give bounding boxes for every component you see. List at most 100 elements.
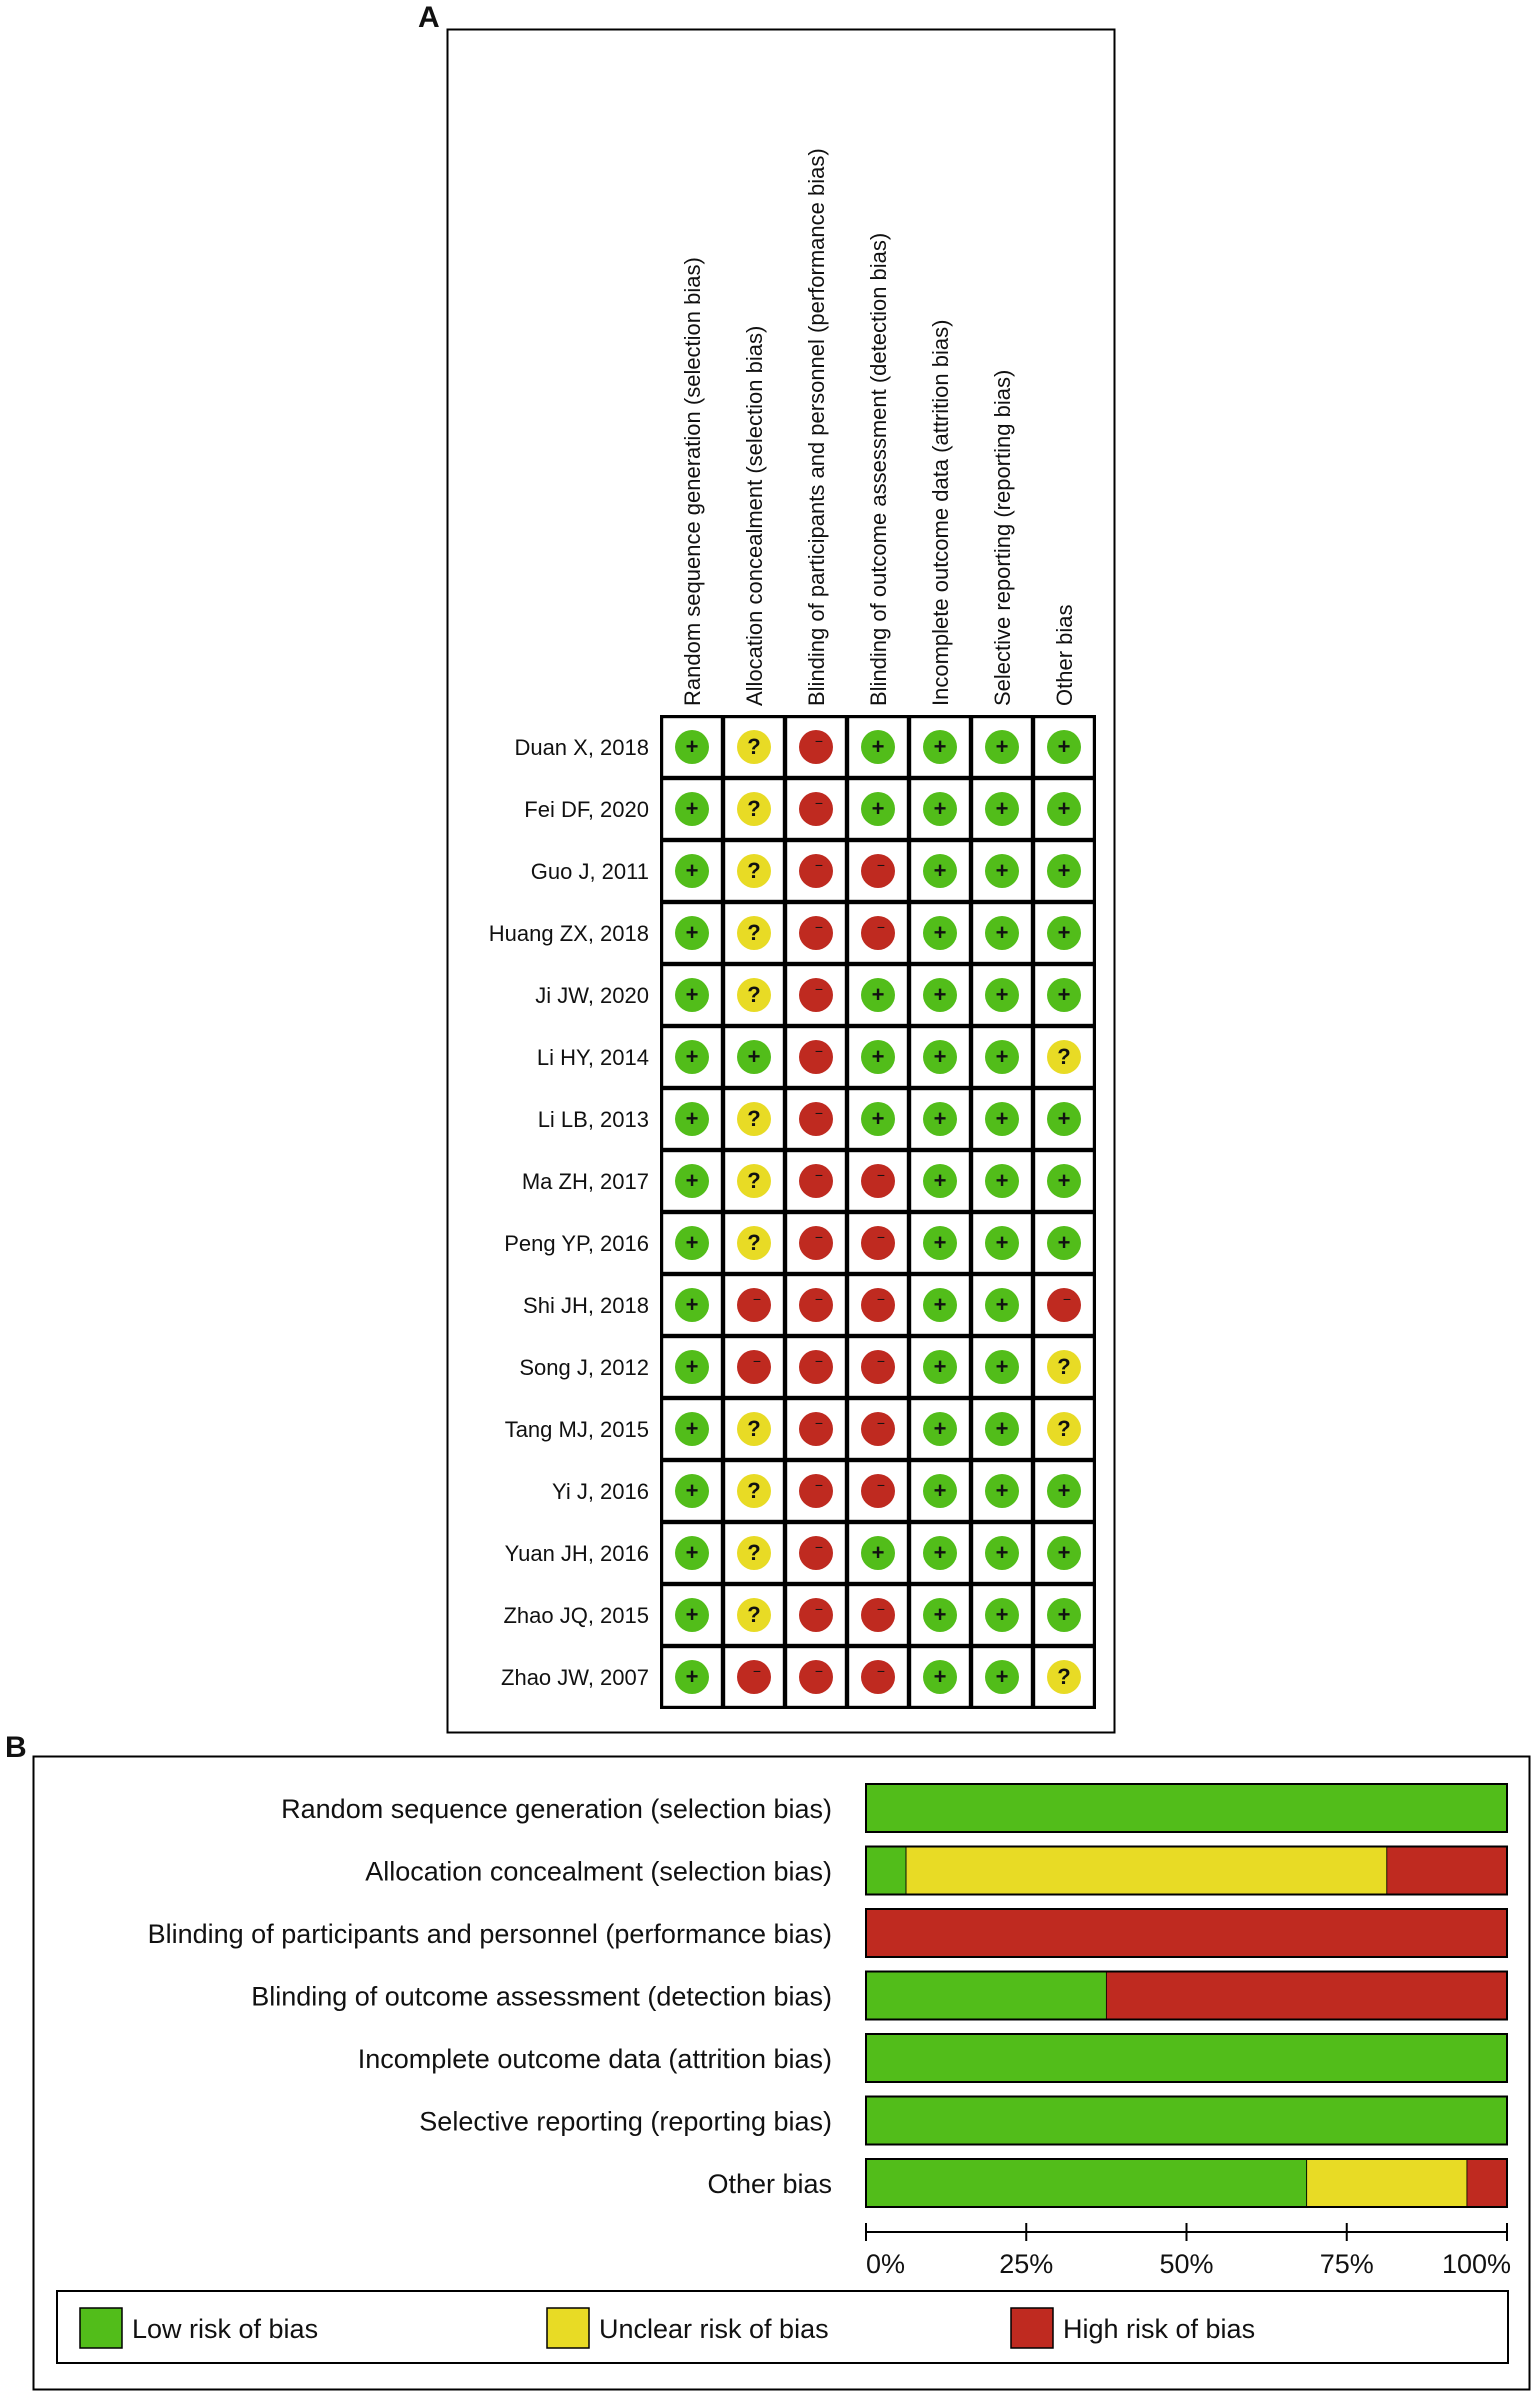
rating-symbol: ? bbox=[1057, 1416, 1070, 1441]
rating-symbol: − bbox=[815, 919, 823, 935]
rating-high-icon bbox=[799, 1598, 833, 1632]
rating-low-icon bbox=[985, 916, 1019, 950]
grid-cell bbox=[846, 777, 910, 841]
legend-box bbox=[56, 2290, 1509, 2364]
rating-low-icon bbox=[675, 1474, 709, 1508]
rating-low-icon bbox=[675, 1536, 709, 1570]
summary-grid: Random sequence generation (selection bi… bbox=[489, 148, 1096, 1709]
rating-symbol: − bbox=[877, 1353, 885, 1369]
rating-symbol: − bbox=[815, 1663, 823, 1679]
rating-symbol: + bbox=[934, 920, 947, 945]
grid-cell bbox=[846, 1459, 910, 1523]
rating-symbol: + bbox=[1058, 1478, 1071, 1503]
rating-symbol: − bbox=[753, 1291, 761, 1307]
rating-symbol: − bbox=[753, 1663, 761, 1679]
rating-symbol: + bbox=[686, 1416, 699, 1441]
rating-high-icon bbox=[861, 1598, 895, 1632]
panel-a-label: A bbox=[418, 1, 440, 34]
rating-symbol: + bbox=[934, 1602, 947, 1627]
rating-high-icon bbox=[799, 1536, 833, 1570]
rating-symbol: + bbox=[686, 734, 699, 759]
rating-unclear-icon bbox=[737, 1598, 771, 1632]
rating-unclear-icon bbox=[737, 1412, 771, 1446]
rating-symbol: + bbox=[686, 920, 699, 945]
study-label: Shi JH, 2018 bbox=[523, 1293, 649, 1318]
rating-symbol: + bbox=[996, 1416, 1009, 1441]
x-tick-label: 50% bbox=[1159, 2249, 1213, 2279]
grid-cell bbox=[784, 777, 848, 841]
legend-label-high: High risk of bias bbox=[1063, 2314, 1255, 2344]
rating-symbol: + bbox=[686, 1106, 699, 1131]
rating-high-icon bbox=[1047, 1288, 1081, 1322]
study-label: Tang MJ, 2015 bbox=[505, 1417, 649, 1442]
rating-low-icon bbox=[861, 1040, 895, 1074]
legend-label-low: Low risk of bias bbox=[132, 2314, 318, 2344]
study-label: Li LB, 2013 bbox=[538, 1107, 649, 1132]
rating-symbol: + bbox=[686, 1168, 699, 1193]
rating-low-icon bbox=[923, 916, 957, 950]
rating-low-icon bbox=[923, 792, 957, 826]
rating-symbol: + bbox=[934, 1478, 947, 1503]
rating-symbol: + bbox=[686, 1354, 699, 1379]
rating-symbol: − bbox=[877, 1229, 885, 1245]
rating-symbol: + bbox=[996, 1602, 1009, 1627]
x-tick-label: 100% bbox=[1442, 2249, 1511, 2279]
legend-swatch-unclear bbox=[546, 2307, 590, 2349]
rating-symbol: + bbox=[748, 1044, 761, 1069]
rating-symbol: + bbox=[934, 1230, 947, 1255]
grid-cell bbox=[970, 901, 1034, 965]
rating-low-icon bbox=[923, 1164, 957, 1198]
rating-low-icon bbox=[923, 1474, 957, 1508]
rating-symbol: − bbox=[815, 795, 823, 811]
rating-high-icon bbox=[861, 916, 895, 950]
rating-symbol: + bbox=[996, 1478, 1009, 1503]
rating-low-icon bbox=[985, 1164, 1019, 1198]
rating-symbol: + bbox=[686, 1478, 699, 1503]
rating-low-icon bbox=[675, 1350, 709, 1384]
rating-symbol: + bbox=[686, 1602, 699, 1627]
column-header-random-sequence-generation-selection-bias: Random sequence generation (selection bi… bbox=[680, 257, 705, 706]
column-header-blinding-of-outcome-assessment-detection-bias: Blinding of outcome assessment (detectio… bbox=[866, 233, 891, 706]
rating-high-icon bbox=[799, 1412, 833, 1446]
rating-symbol: + bbox=[934, 796, 947, 821]
grid-cell bbox=[784, 1583, 848, 1647]
rating-symbol: ? bbox=[747, 796, 760, 821]
x-tick-label: 25% bbox=[999, 2249, 1053, 2279]
rating-low-icon bbox=[923, 1102, 957, 1136]
bar-segment-high bbox=[865, 1908, 1508, 1958]
study-label: Fei DF, 2020 bbox=[524, 797, 649, 822]
rating-low-icon bbox=[985, 1660, 1019, 1694]
study-label: Ma ZH, 2017 bbox=[522, 1169, 649, 1194]
grid-cell bbox=[908, 1273, 972, 1337]
rating-symbol: − bbox=[877, 1477, 885, 1493]
bar-segment-unclear bbox=[1306, 2158, 1468, 2208]
category-label: Selective reporting (reporting bias) bbox=[419, 2107, 832, 2137]
rating-symbol: − bbox=[815, 1291, 823, 1307]
rating-symbol: + bbox=[1058, 1602, 1071, 1627]
rating-symbol: + bbox=[996, 734, 1009, 759]
rating-high-icon bbox=[861, 1660, 895, 1694]
rating-high-icon bbox=[799, 978, 833, 1012]
rating-low-icon bbox=[985, 730, 1019, 764]
rating-unclear-icon bbox=[737, 730, 771, 764]
column-header-blinding-of-participants-and-personnel-performance-bias: Blinding of participants and personnel (… bbox=[804, 148, 829, 706]
rating-low-icon bbox=[861, 1102, 895, 1136]
rating-unclear-icon bbox=[737, 916, 771, 950]
rating-symbol: − bbox=[815, 1167, 823, 1183]
rating-symbol: − bbox=[877, 1663, 885, 1679]
rating-symbol: + bbox=[996, 920, 1009, 945]
bar-segment-low bbox=[865, 2158, 1308, 2208]
rating-symbol: ? bbox=[747, 1106, 760, 1131]
category-label: Allocation concealment (selection bias) bbox=[365, 1857, 832, 1887]
rating-symbol: + bbox=[872, 982, 885, 1007]
rating-high-icon bbox=[861, 854, 895, 888]
grid-cell bbox=[784, 901, 848, 965]
grid-border bbox=[660, 715, 1096, 1709]
rating-low-icon bbox=[861, 1536, 895, 1570]
rating-low-icon bbox=[923, 1288, 957, 1322]
rating-low-icon bbox=[737, 1040, 771, 1074]
rating-symbol: − bbox=[877, 1291, 885, 1307]
rating-symbol: + bbox=[934, 734, 947, 759]
